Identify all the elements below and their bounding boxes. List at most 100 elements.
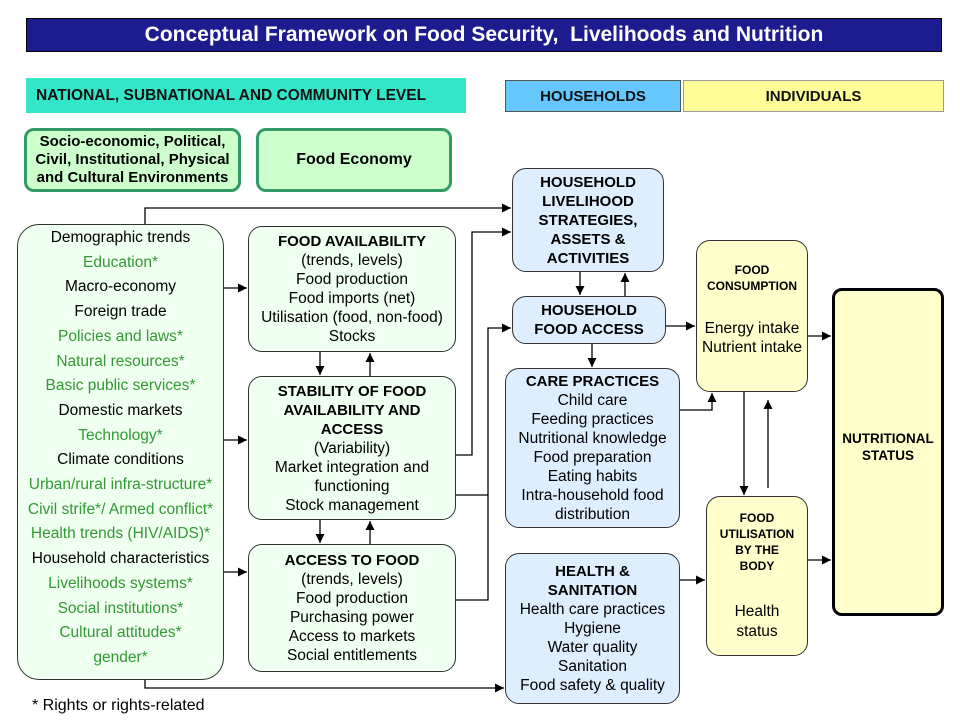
level-individuals-label: INDIVIDUALS [765, 87, 862, 105]
food-consumption-line: Nutrient intake [702, 339, 802, 356]
factor-item: Basic public services* [45, 377, 196, 395]
access-to-food-line: Purchasing power [289, 609, 415, 626]
care-practices-line: Child care [557, 392, 628, 409]
access-to-food-line: Social entitlements [286, 647, 418, 664]
household-livelihood-box: HOUSEHOLD LIVELIHOOD STRATEGIES, ASSETS … [512, 168, 664, 272]
household-food-access-box: HOUSEHOLD FOOD ACCESS [512, 296, 666, 344]
diagram-title: Conceptual Framework on Food Security, L… [144, 23, 824, 46]
food-utilisation-heading: UTILISATION [719, 527, 795, 541]
food-consumption-heading: CONSUMPTION [707, 279, 797, 293]
household-food-access-heading: HOUSEHOLD [541, 302, 637, 319]
factor-item: Social institutions* [57, 599, 184, 617]
factor-item: Technology* [78, 426, 163, 444]
health-sanitation-line: Sanitation [558, 658, 627, 675]
food-utilisation-box: FOOD UTILISATION BY THE BODY Health stat… [706, 496, 808, 656]
stability-heading: ACCESS [320, 420, 384, 438]
health-sanitation-line: Food safety & quality [520, 677, 665, 694]
food-availability-heading: FOOD AVAILABILITY [277, 233, 427, 250]
food-utilisation-body: Health status [735, 602, 780, 642]
level-households-label: HOUSEHOLDS [540, 87, 646, 105]
access-to-food-box: ACCESS TO FOOD (trends, levels) Food pro… [248, 544, 456, 672]
stability-line: (Variability) [313, 439, 391, 457]
factor-item: Health trends (HIV/AIDS)* [30, 525, 211, 543]
care-practices-line: Eating habits [547, 468, 638, 485]
factor-item: Cultural attitudes* [59, 624, 182, 642]
access-to-food-heading: ACCESS TO FOOD [284, 552, 420, 569]
care-practices-line: Food preparation [533, 449, 652, 466]
health-sanitation-heading: HEALTH & [555, 563, 630, 580]
level-households-bar: HOUSEHOLDS [505, 80, 681, 112]
household-livelihood-heading: ASSETS & [550, 230, 626, 248]
stability-box: STABILITY OF FOOD AVAILABILITY AND ACCES… [248, 376, 456, 520]
health-sanitation-heading: SANITATION [547, 582, 638, 599]
food-consumption-body: Energy intake Nutrient intake [702, 319, 802, 357]
food-consumption-box: FOOD CONSUMPTION Energy intake Nutrient … [696, 240, 808, 392]
food-economy-box: Food Economy [256, 128, 452, 192]
health-sanitation-line: Water quality [547, 639, 638, 656]
diagram-title-bar: Conceptual Framework on Food Security, L… [26, 18, 942, 52]
health-sanitation-line: Hygiene [564, 620, 621, 637]
factor-item: Household characteristics [31, 550, 210, 568]
household-livelihood-heading: LIVELIHOOD [542, 192, 634, 210]
food-consumption-heading: FOOD [734, 263, 770, 277]
household-livelihood-heading: STRATEGIES, [538, 211, 638, 229]
care-practices-box: CARE PRACTICES Child care Feeding practi… [505, 368, 680, 528]
health-sanitation-box: HEALTH & SANITATION Health care practice… [505, 553, 680, 704]
food-utilisation-heading: BODY [739, 559, 775, 573]
household-food-access-heading: FOOD ACCESS [534, 321, 644, 338]
care-practices-heading: CARE PRACTICES [525, 373, 660, 390]
access-to-food-line: Food production [295, 590, 409, 607]
household-livelihood-heading: ACTIVITIES [546, 249, 630, 267]
food-availability-line: Food imports (net) [288, 290, 416, 307]
nutritional-status-heading: NUTRITIONAL [842, 431, 934, 446]
factor-item: Domestic markets [58, 401, 183, 419]
factor-item: Macro-economy [64, 278, 177, 296]
factor-item: Livelihoods systems* [48, 574, 193, 592]
care-practices-line: Feeding practices [531, 411, 654, 428]
arrow-stability-to-livelihood [456, 227, 511, 456]
factor-item: Civil strife*/ Armed conflict* [27, 500, 214, 518]
stability-heading: AVAILABILITY AND [283, 401, 421, 419]
factor-item: Climate conditions [57, 451, 184, 469]
nutritional-status-box: NUTRITIONAL STATUS [832, 288, 944, 616]
food-availability-line: (trends, levels) [301, 252, 403, 269]
food-utilisation-heading: FOOD [739, 511, 775, 525]
environments-line: Socio-economic, Political, [39, 133, 226, 150]
care-practices-line: Intra-household food [521, 487, 664, 504]
factor-item: Natural resources* [56, 352, 185, 370]
care-practices-line: distribution [555, 506, 630, 523]
care-practices-line: Nutritional knowledge [518, 430, 667, 447]
environments-box: Socio-economic, Political, Civil, Instit… [24, 128, 241, 192]
stability-line: Market integration and [274, 458, 430, 476]
arrow-care-to-consumption [680, 393, 717, 411]
access-to-food-line: Access to markets [288, 628, 416, 645]
food-economy-label: Food Economy [296, 151, 412, 168]
factor-item: Urban/rural infra-structure* [28, 476, 213, 494]
factor-item: Education* [83, 253, 158, 271]
food-utilisation-line: status [736, 623, 778, 640]
food-availability-box: FOOD AVAILABILITY (trends, levels) Food … [248, 226, 456, 352]
factor-item: Foreign trade [74, 303, 167, 321]
food-utilisation-heading: BY THE [735, 543, 779, 557]
food-consumption-line: Energy intake [704, 320, 800, 337]
household-livelihood-heading: HOUSEHOLD [540, 173, 636, 191]
level-individuals-bar: INDIVIDUALS [683, 80, 944, 112]
rights-footnote: * Rights or rights-related [32, 697, 205, 714]
factor-item: gender* [93, 648, 148, 666]
level-national-label: NATIONAL, SUBNATIONAL AND COMMUNITY LEVE… [36, 86, 427, 104]
environments-line: and Cultural Environments [36, 169, 229, 186]
factor-item: Demographic trends [50, 229, 191, 246]
arrow-factors-to-livelihood [144, 203, 511, 224]
stability-line: Stock management [285, 496, 419, 514]
level-national-bar: NATIONAL, SUBNATIONAL AND COMMUNITY LEVE… [26, 78, 466, 113]
environments-line: Civil, Institutional, Physical [35, 151, 230, 168]
food-availability-line: Food production [295, 271, 409, 288]
stability-heading: STABILITY OF FOOD [277, 382, 427, 400]
access-to-food-line: (trends, levels) [301, 571, 403, 588]
arrow-access-to-household-food-access [456, 323, 511, 601]
food-availability-line: Stocks [328, 328, 376, 345]
food-availability-line: Utilisation (food, non-food) [261, 309, 443, 326]
health-sanitation-line: Health care practices [519, 601, 666, 618]
